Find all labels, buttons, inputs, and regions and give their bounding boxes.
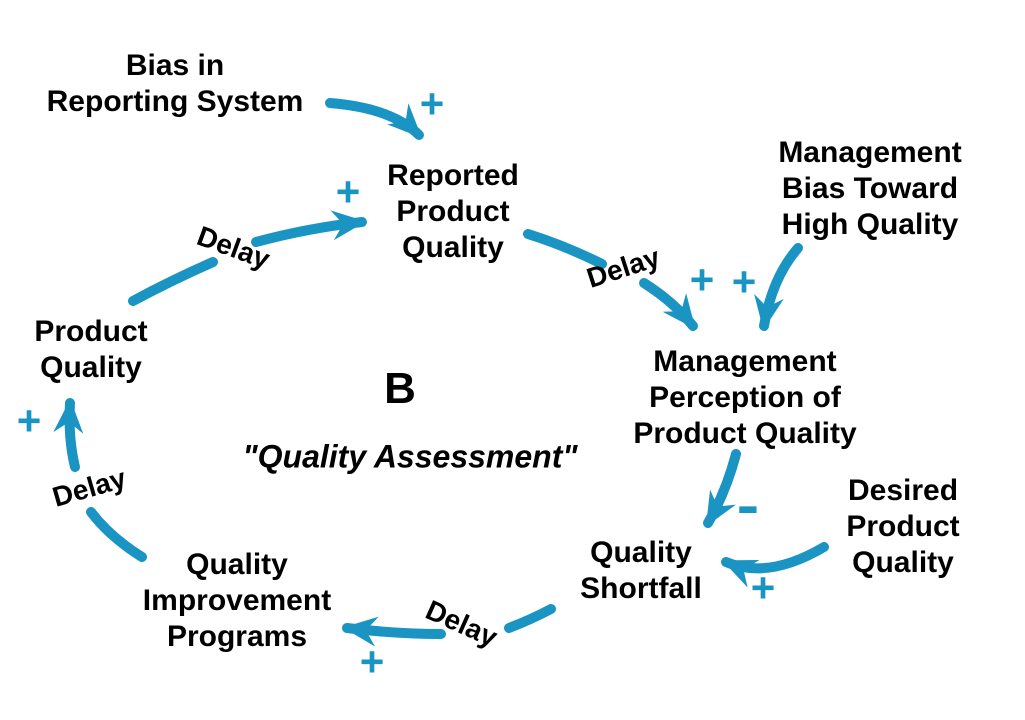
arrow-mgmtbias-to-perception bbox=[754, 243, 803, 331]
node-quality-shortfall: Quality Shortfall bbox=[580, 535, 702, 607]
node-line: Improvement bbox=[142, 584, 332, 617]
node-line: Bias in bbox=[125, 49, 225, 82]
node-quality-improvement-programs: Quality Improvement Programs bbox=[143, 547, 331, 655]
loop-name: "Quality Assessment" bbox=[242, 438, 578, 475]
arrow-improvement-to-productquality-segment1 bbox=[86, 507, 147, 562]
node-line: Reporting System bbox=[46, 85, 304, 118]
node-line: Quality bbox=[40, 351, 142, 384]
node-line: Product bbox=[396, 195, 510, 228]
node-line: Quality bbox=[590, 536, 692, 569]
node-line: Reported bbox=[387, 159, 519, 192]
loop-symbol: B bbox=[384, 364, 416, 413]
sign-desired-to-shortfall: + bbox=[750, 564, 776, 611]
sign-reported-to-perception: + bbox=[689, 256, 715, 303]
node-line: Bias Toward bbox=[781, 172, 959, 205]
node-line: Perception of bbox=[649, 381, 841, 414]
node-desired-product-quality: Desired Product Quality bbox=[846, 473, 959, 581]
node-line: Shortfall bbox=[580, 572, 702, 605]
arrow-productquality-to-reported-segment1 bbox=[128, 257, 218, 306]
node-line: Quality bbox=[402, 231, 504, 264]
node-reported-product-quality: Reported Product Quality bbox=[387, 158, 519, 266]
node-line: Management bbox=[653, 345, 837, 378]
sign-productquality-to-reported: + bbox=[335, 168, 361, 215]
node-management-perception-of-product-quality: Management Perception of Product Quality bbox=[633, 344, 856, 452]
node-line: Product Quality bbox=[633, 417, 857, 450]
node-product-quality: Product Quality bbox=[34, 314, 147, 386]
sign-shortfall-to-improvement: + bbox=[359, 638, 385, 685]
node-line: Quality bbox=[186, 548, 288, 581]
arrow-desired-to-shortfall bbox=[721, 542, 829, 588]
node-line: Product bbox=[34, 315, 148, 348]
node-line: Quality bbox=[852, 546, 954, 579]
arrow-reported-to-perception-segment1 bbox=[523, 229, 607, 269]
node-line: Desired bbox=[847, 474, 959, 507]
arrow-shortfall-to-improvement-segment1 bbox=[504, 604, 556, 633]
sign-bias-to-reported: + bbox=[419, 80, 445, 127]
sign-mgmtbias-to-perception: + bbox=[731, 258, 757, 305]
arrow-shortfall-to-improvement-segment2 bbox=[342, 616, 446, 647]
arrow-reported-to-perception-segment2 bbox=[639, 278, 698, 331]
node-line: Management bbox=[778, 136, 962, 169]
node-bias-in-reporting-system: Bias in Reporting System bbox=[47, 48, 304, 120]
node-management-bias-toward-high-quality: Management Bias Toward High Quality bbox=[778, 135, 961, 243]
node-line: High Quality bbox=[781, 208, 959, 241]
arrow-perception-to-shortfall bbox=[703, 449, 741, 528]
node-line: Product bbox=[846, 510, 960, 543]
arrow-bias-to-reported bbox=[325, 98, 424, 140]
sign-perception-to-shortfall: - bbox=[736, 475, 760, 537]
node-line: Programs bbox=[166, 620, 308, 653]
arrow-productquality-to-reported-segment2 bbox=[251, 210, 367, 247]
arrow-improvement-to-productquality-segment2 bbox=[53, 398, 84, 472]
sign-improvement-to-productquality: + bbox=[16, 397, 42, 444]
